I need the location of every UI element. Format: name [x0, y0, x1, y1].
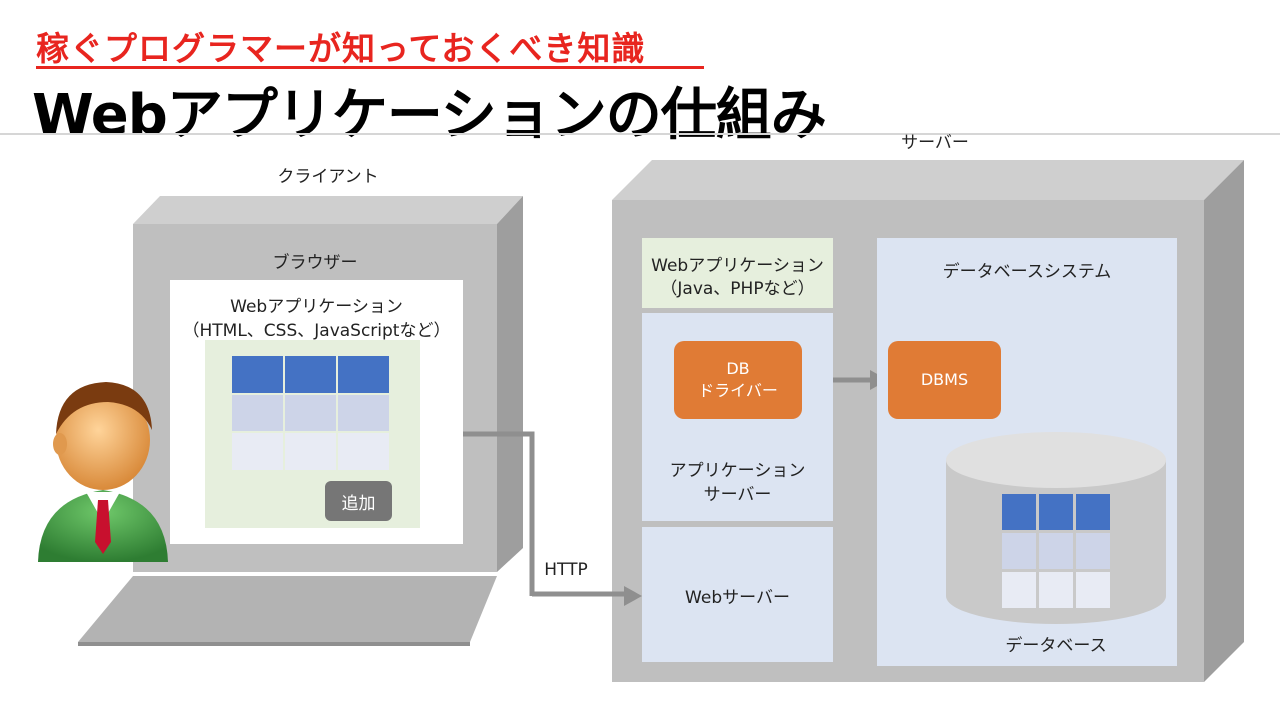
client-table [232, 356, 389, 472]
user-avatar-icon [38, 382, 168, 562]
table-cell [1002, 572, 1036, 608]
app-server-line1: アプリケーション [669, 461, 806, 481]
server-webapp-box [642, 238, 833, 308]
table-header-cell [1076, 494, 1110, 530]
table-cell [338, 433, 389, 470]
header-divider [0, 133, 1280, 135]
web-server-panel [642, 527, 833, 662]
table-cell [1039, 533, 1073, 569]
table-cell [232, 395, 283, 431]
database-label: データベース [1005, 636, 1107, 656]
page-title: Webアプリケーションの仕組み [32, 83, 827, 148]
dbms-box: DBMS [888, 341, 1001, 419]
server-webapp-line2: （Java、PHPなど） [660, 279, 815, 299]
db-driver-box: DB ドライバー [674, 341, 802, 419]
app-server-line2: サーバー [703, 485, 772, 505]
subtitle-underline [36, 66, 704, 69]
web-server-label: Webサーバー [685, 588, 790, 608]
table-header-cell [285, 356, 336, 393]
server-webapp-line1: Webアプリケーション [651, 256, 824, 276]
client-webapp-line2: （HTML、CSS、JavaScriptなど） [182, 321, 451, 341]
table-cell [285, 395, 336, 431]
table-header-cell [1002, 494, 1036, 530]
browser-label: ブラウザー [272, 253, 358, 273]
arrow-right-icon [624, 586, 642, 606]
db-system-label: データベースシステム [942, 262, 1112, 282]
table-cell [285, 433, 336, 470]
table-cell [1076, 572, 1110, 608]
client-webapp-line1: Webアプリケーション [230, 297, 403, 317]
subtitle: 稼ぐプログラマーが知っておくべき知識 [36, 29, 646, 68]
client-label: クライアント [277, 167, 379, 187]
table-header-cell [1039, 494, 1073, 530]
table-cell [1039, 572, 1073, 608]
server-label: サーバー [901, 133, 969, 153]
table-cell [1002, 533, 1036, 569]
table-cell [232, 433, 283, 470]
db-table [1002, 494, 1110, 608]
table-cell [1076, 533, 1110, 569]
table-header-cell [232, 356, 283, 393]
http-connector [436, 431, 628, 597]
table-header-cell [338, 356, 389, 393]
http-label: HTTP [544, 560, 588, 580]
add-button[interactable]: 追加 [325, 481, 392, 521]
table-cell [338, 395, 389, 431]
